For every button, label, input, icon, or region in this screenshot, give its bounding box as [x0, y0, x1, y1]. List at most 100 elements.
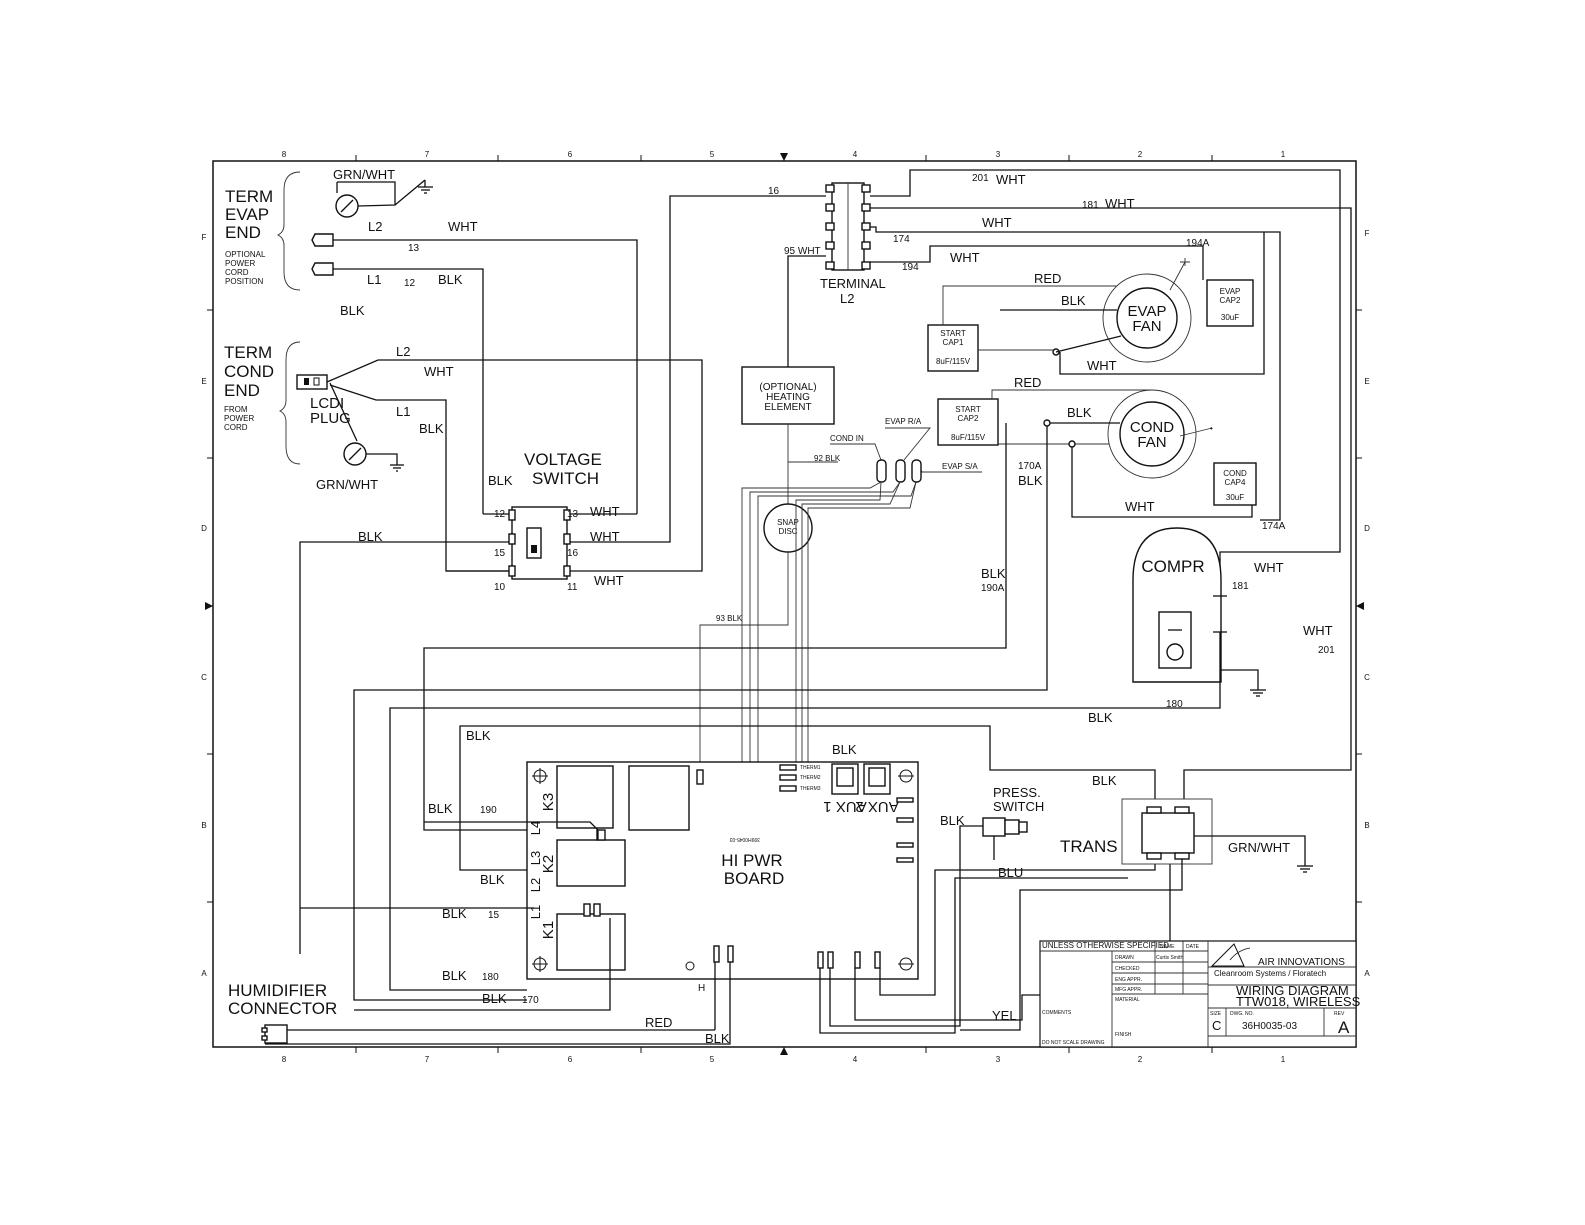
svg-text:C: C	[1212, 1018, 1221, 1033]
svg-text:180: 180	[1166, 699, 1183, 710]
svg-text:AUX 1: AUX 1	[823, 798, 866, 815]
start-cap2: START CAP2 8uF/115V	[937, 389, 1152, 446]
svg-text:EVAP S/A: EVAP S/A	[942, 462, 978, 471]
svg-text:BLK: BLK	[1067, 405, 1092, 420]
svg-text:L1: L1	[367, 272, 381, 287]
zone-top-6: 6	[568, 150, 573, 159]
svg-text:194A: 194A	[1186, 238, 1210, 249]
term-cond-end: TERM COND END FROM POWER CORD LCDI PLUG …	[224, 341, 703, 572]
svg-text:93 BLK: 93 BLK	[716, 614, 743, 623]
svg-text:BLK: BLK	[832, 742, 857, 757]
svg-text:170A: 170A	[1018, 461, 1042, 472]
svg-text:COMMENTS: COMMENTS	[1042, 1010, 1072, 1016]
svg-text:BLK: BLK	[442, 968, 467, 983]
svg-text:BLK: BLK	[981, 566, 1006, 581]
zone-top-2: 2	[1138, 150, 1143, 159]
svg-text:BLK: BLK	[1061, 293, 1086, 308]
svg-text:K3: K3	[540, 793, 557, 811]
svg-text:RED: RED	[1034, 271, 1061, 286]
svg-text:16: 16	[567, 548, 579, 559]
svg-text:BLK: BLK	[940, 813, 965, 828]
svg-text:BLK: BLK	[428, 801, 453, 816]
svg-text:SNAP: SNAP	[777, 518, 799, 527]
svg-text:L1: L1	[396, 404, 410, 419]
svg-text:SWITCH: SWITCH	[993, 799, 1044, 814]
svg-text:15: 15	[488, 910, 500, 921]
svg-text:CORD: CORD	[225, 268, 249, 277]
title-block: UNLESS OTHERWISE SPECIFIED NAME DATE DRA…	[1039, 940, 1361, 1048]
svg-text:13: 13	[408, 243, 420, 254]
term-evap-end: TERM EVAP END OPTIONAL POWER CORD POSITI…	[225, 167, 638, 514]
svg-text:PRESS.: PRESS.	[993, 785, 1041, 800]
svg-text:EVAP R/A: EVAP R/A	[885, 417, 922, 426]
compressor: COMPR WHT 181 170A BLK BLK 190A 174A WHT…	[353, 423, 1335, 1001]
humidifier-connector: HUMIDIFIER CONNECTOR RED BLK	[228, 981, 730, 1046]
zone-left-a: A	[201, 969, 207, 978]
svg-text:DWG. NO.: DWG. NO.	[1230, 1011, 1254, 1017]
svg-text:EVAP: EVAP	[225, 205, 269, 224]
svg-text:TERMINAL: TERMINAL	[820, 276, 886, 291]
svg-text:COMPR: COMPR	[1141, 557, 1204, 576]
svg-text:CONNECTOR: CONNECTOR	[228, 999, 337, 1018]
svg-text:L1: L1	[528, 905, 543, 919]
svg-text:SWITCH: SWITCH	[532, 469, 599, 488]
svg-text:(OPTIONAL): (OPTIONAL)	[759, 382, 816, 393]
svg-text:L3: L3	[528, 851, 543, 865]
svg-text:FAN: FAN	[1137, 434, 1166, 451]
zone-top-7: 7	[425, 150, 430, 159]
svg-text:ENG APPR.: ENG APPR.	[1115, 977, 1142, 983]
svg-text:RED: RED	[645, 1015, 672, 1030]
svg-text:L2: L2	[396, 344, 410, 359]
zone-left-d: D	[201, 524, 207, 533]
svg-text:THERM1: THERM1	[800, 765, 821, 771]
svg-text:SIZE: SIZE	[1210, 1011, 1222, 1017]
svg-text:30uF: 30uF	[1221, 313, 1239, 322]
svg-text:UNLESS OTHERWISE SPECIFIED: UNLESS OTHERWISE SPECIFIED	[1042, 941, 1169, 950]
cond-cap4: COND CAP4 30uF	[1213, 462, 1257, 506]
svg-text:WIRING DIAGRAM: WIRING DIAGRAM	[1236, 983, 1349, 998]
transformer: TRANS BLK GRN/WHT YEL	[960, 773, 1313, 1031]
zone-bottom-7: 7	[425, 1055, 430, 1064]
svg-text:HUMIDIFIER: HUMIDIFIER	[228, 981, 327, 1000]
svg-text:K2: K2	[540, 855, 557, 873]
svg-text:WHT: WHT	[1254, 560, 1284, 575]
svg-text:COND: COND	[1223, 469, 1247, 478]
svg-text:TTW018, WIRELESS: TTW018, WIRELESS	[1236, 994, 1361, 1009]
zone-right-e: E	[1364, 377, 1369, 386]
svg-text:POWER: POWER	[224, 414, 254, 423]
zone-top-8: 8	[282, 150, 287, 159]
svg-text:BLK: BLK	[438, 272, 463, 287]
svg-text:FINISH: FINISH	[1115, 1032, 1132, 1038]
svg-text:10: 10	[494, 582, 506, 593]
svg-text:399H0045-03: 399H0045-03	[729, 836, 760, 842]
svg-text:DRAWN: DRAWN	[1115, 955, 1134, 961]
evap-ground-label: GRN/WHT	[333, 167, 395, 182]
svg-text:CAP1: CAP1	[943, 338, 964, 347]
zone-right-b: B	[1364, 821, 1369, 830]
svg-text:WHT: WHT	[1105, 196, 1135, 211]
svg-text:GRN/WHT: GRN/WHT	[1228, 840, 1290, 855]
svg-text:PLUG: PLUG	[310, 410, 351, 427]
hi-pwr-board: HI PWR BOARD K3 K2 K1 L4 L3 L2 L1 AUX 1 …	[265, 725, 1171, 1045]
svg-text:190: 190	[480, 805, 497, 816]
svg-text:THERM2: THERM2	[800, 775, 821, 781]
svg-text:START: START	[940, 329, 966, 338]
svg-text:92 BLK: 92 BLK	[814, 454, 841, 463]
svg-text:AUX 2: AUX 2	[855, 798, 898, 815]
svg-text:GRN/WHT: GRN/WHT	[316, 477, 378, 492]
zone-bottom-3: 3	[996, 1055, 1001, 1064]
svg-text:EVAP: EVAP	[1220, 287, 1241, 296]
svg-text:COND: COND	[224, 362, 274, 381]
svg-text:WHT: WHT	[1303, 623, 1333, 638]
svg-text:WHT: WHT	[1087, 358, 1117, 373]
svg-text:WHT: WHT	[594, 573, 624, 588]
svg-text:CAP2: CAP2	[1220, 296, 1241, 305]
svg-text:181: 181	[1082, 200, 1099, 211]
svg-text:180: 180	[482, 972, 499, 983]
svg-text:DATE: DATE	[1186, 944, 1200, 950]
zone-right-f: F	[1365, 229, 1370, 238]
svg-text:181: 181	[1232, 581, 1249, 592]
terminal-l2: TERMINAL L2 16 95 WHT 174 194	[768, 169, 1352, 808]
svg-text:VOLTAGE: VOLTAGE	[524, 450, 602, 469]
zone-top-5: 5	[710, 150, 715, 159]
